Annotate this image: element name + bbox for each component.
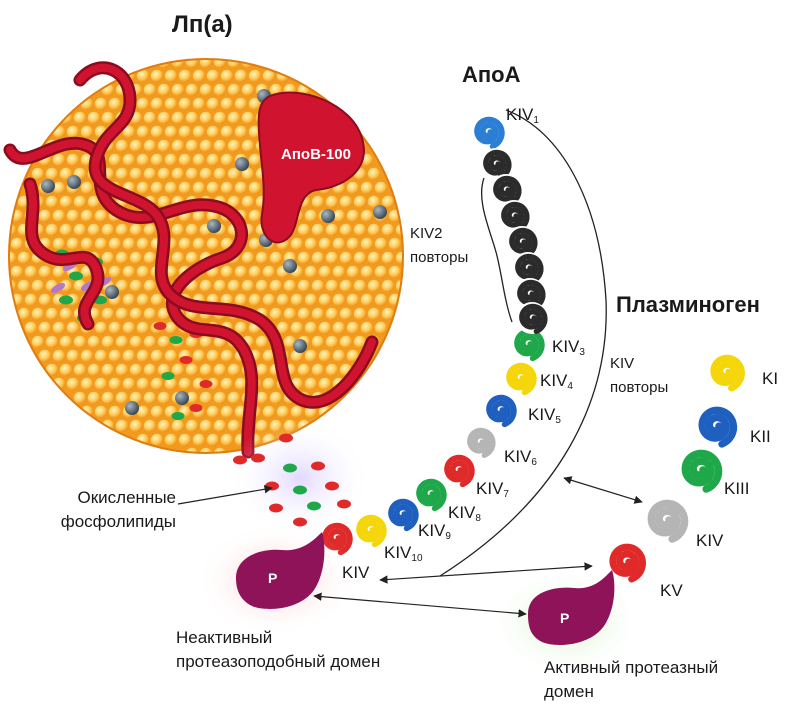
kiv-repeats-label: KIV повторы <box>610 355 669 396</box>
oxidized-lipid-dot-icon <box>293 485 307 495</box>
kringle-kiv2-repeat-icon <box>514 278 546 310</box>
inclusion-purple-icon <box>50 282 66 294</box>
active-protease-domain <box>528 570 615 645</box>
oxidized-lipid-dot-icon <box>337 499 351 509</box>
kringle-kiv2-repeat-icon <box>490 174 522 206</box>
title-lpa: Лп(а) <box>172 11 233 38</box>
apoa-kringle-label: KIV8 <box>448 503 481 524</box>
inclusion-green-icon <box>59 295 73 305</box>
oxidized-lipid-dot-icon <box>233 455 247 465</box>
arrow-oxidized <box>177 485 273 505</box>
particle-dot-icon <box>373 205 387 219</box>
kringle-plasminogen-kv-icon <box>606 542 647 583</box>
particle-dot-icon <box>105 285 119 299</box>
inclusion-red-icon <box>161 372 175 380</box>
kringle-kiv5-icon <box>483 393 517 428</box>
inactive-domain-label: Неактивный протеазоподобный домен <box>176 628 381 671</box>
inclusion-red-icon <box>153 322 167 330</box>
particle-dot-icon <box>207 219 221 233</box>
apoa-kringle-label: KIV3 <box>552 337 585 358</box>
oxidized-phospholipids-dots <box>233 433 351 527</box>
kringle-plasminogen-ki-icon <box>707 353 745 392</box>
apoa-kringle-label: KIV6 <box>504 447 537 468</box>
kringle-kiv2-repeat-icon <box>516 302 548 334</box>
kringle-kiv6-icon <box>464 426 496 458</box>
inclusion-green-icon <box>69 271 83 281</box>
arrow-kv-homology <box>379 562 593 584</box>
oxidized-lipid-dot-icon <box>269 503 283 513</box>
inactive-protease-letter: P <box>268 570 278 586</box>
apoa-kringle-label: KIV1 <box>506 105 539 126</box>
inclusion-red-icon <box>199 380 213 388</box>
kringle-plasminogen-kiii-icon <box>678 448 723 493</box>
plasminogen-kringles <box>606 353 745 583</box>
inclusion-red-icon <box>179 356 193 364</box>
apoa-kringle-label: KIV7 <box>476 479 509 500</box>
plasminogen-kringle-label: KIV <box>696 531 724 550</box>
apoa-arc <box>439 109 607 577</box>
apob-100-chain <box>3 61 379 459</box>
kringle-kiv4-icon <box>503 361 537 396</box>
oxidized-lipid-dot-icon <box>325 481 339 491</box>
oxidized-lipid-dot-icon <box>279 433 293 443</box>
plasminogen-kringle-label: KIII <box>724 479 750 498</box>
kiv2-bracket <box>480 177 513 323</box>
particle-dot-icon <box>41 179 55 193</box>
particle-dot-icon <box>293 339 307 353</box>
particle-dot-icon <box>175 391 189 405</box>
arrow-kiv-homology <box>563 476 643 504</box>
plasminogen-kringle-label: KI <box>762 369 779 388</box>
apoa-kringle-label: KIV5 <box>528 405 561 426</box>
plasminogen-kringle-label: KII <box>750 427 771 446</box>
apob-label: АпоВ-100 <box>281 146 351 163</box>
oxidized-lipid-dot-icon <box>293 517 307 527</box>
kringle-kiv9-icon <box>385 497 419 532</box>
apoa-kringle-label: KIV <box>342 563 370 582</box>
particle-dot-icon <box>321 209 335 223</box>
inclusion-red-icon <box>169 336 183 344</box>
active-protease-letter: P <box>560 610 570 626</box>
oxidized-lipid-dot-icon <box>251 453 265 463</box>
particle-dot-icon <box>283 259 297 273</box>
inactive-protease-domain <box>236 532 325 609</box>
apoa-kringle-label: KIV4 <box>540 371 573 392</box>
kringle-kiv2-repeat-icon <box>512 252 544 284</box>
apoa-kringle-label: KIV9 <box>418 521 451 542</box>
kringle-kiv2-repeat-icon <box>498 200 530 232</box>
oxidized-lipid-dot-icon <box>283 463 297 473</box>
oxidized-lipid-dot-icon <box>307 501 321 511</box>
inclusion-red-icon <box>171 412 185 420</box>
kringle-plasminogen-kii-icon <box>695 405 738 448</box>
kringle-kiv2-repeat-icon <box>506 226 538 258</box>
title-apoa: АпоА <box>462 62 521 87</box>
kringle-kiv1-icon <box>471 115 505 150</box>
title-plasminogen: Плазминоген <box>616 292 760 317</box>
kringle-kiv8-icon <box>413 477 447 512</box>
oxidized-phospholipids-label: Окисленные фосфолипиды <box>60 488 176 531</box>
plasminogen-kringle-label: KV <box>660 581 683 600</box>
kringle-plasminogen-kiv-icon <box>644 498 689 543</box>
apob-100-blob <box>257 91 365 244</box>
kringle-kiv7-icon <box>441 453 475 488</box>
inclusion-red-icon <box>189 404 203 412</box>
kiv2-repeats-label: KIV2 повторы <box>410 225 469 266</box>
particle-dot-icon <box>125 401 139 415</box>
particle-dot-icon <box>235 157 249 171</box>
apoa-kringle-label: KIV10 <box>384 543 423 564</box>
kiv2-repeats <box>480 148 548 334</box>
arrow-protease-homology <box>313 592 527 618</box>
kringle-kiv10-icon <box>353 513 387 548</box>
apoa-kringles <box>319 115 545 556</box>
particle-dot-icon <box>67 175 81 189</box>
active-domain-label: Активный протеазный домен <box>544 658 719 701</box>
kringle-kiv2-repeat-icon <box>480 148 512 180</box>
oxidized-lipid-dot-icon <box>311 461 325 471</box>
